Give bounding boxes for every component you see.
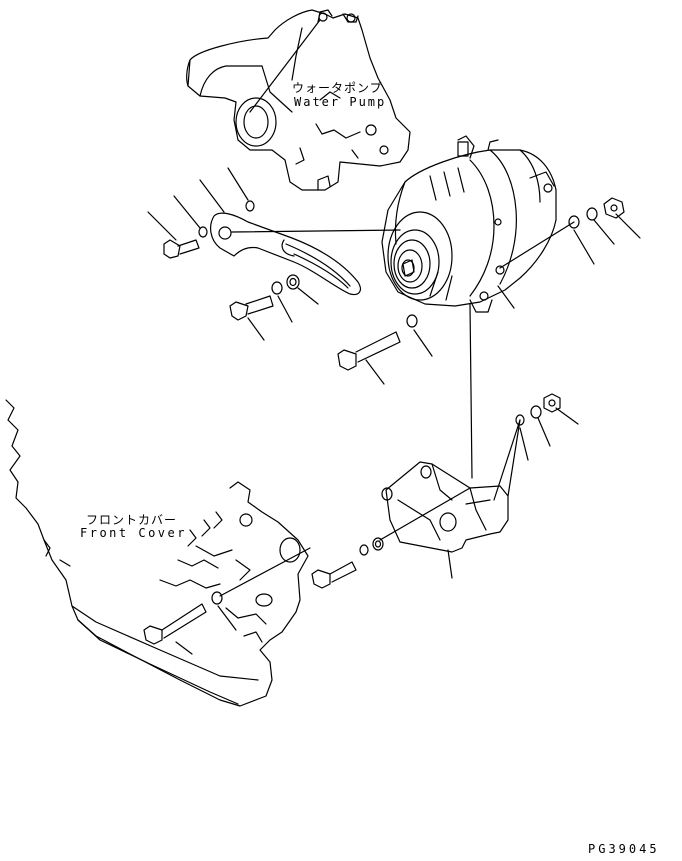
adjusting-arm [210,212,401,296]
alternator [381,135,557,313]
upper-fasteners [163,197,625,371]
water-pump-label-en: Water Pump [294,95,387,109]
mounting-bracket [381,303,521,553]
water-pump-label-jp: ウォータポンプ [292,81,383,95]
callout-leaders [147,167,641,655]
water-pump [186,9,411,191]
lower-fasteners [143,393,561,645]
front-cover-label-jp: フロントカバー [86,513,178,527]
front-cover-label-en: Front Cover [80,526,187,540]
drawing-code: PG39045 [588,842,660,856]
front-cover [5,399,309,707]
